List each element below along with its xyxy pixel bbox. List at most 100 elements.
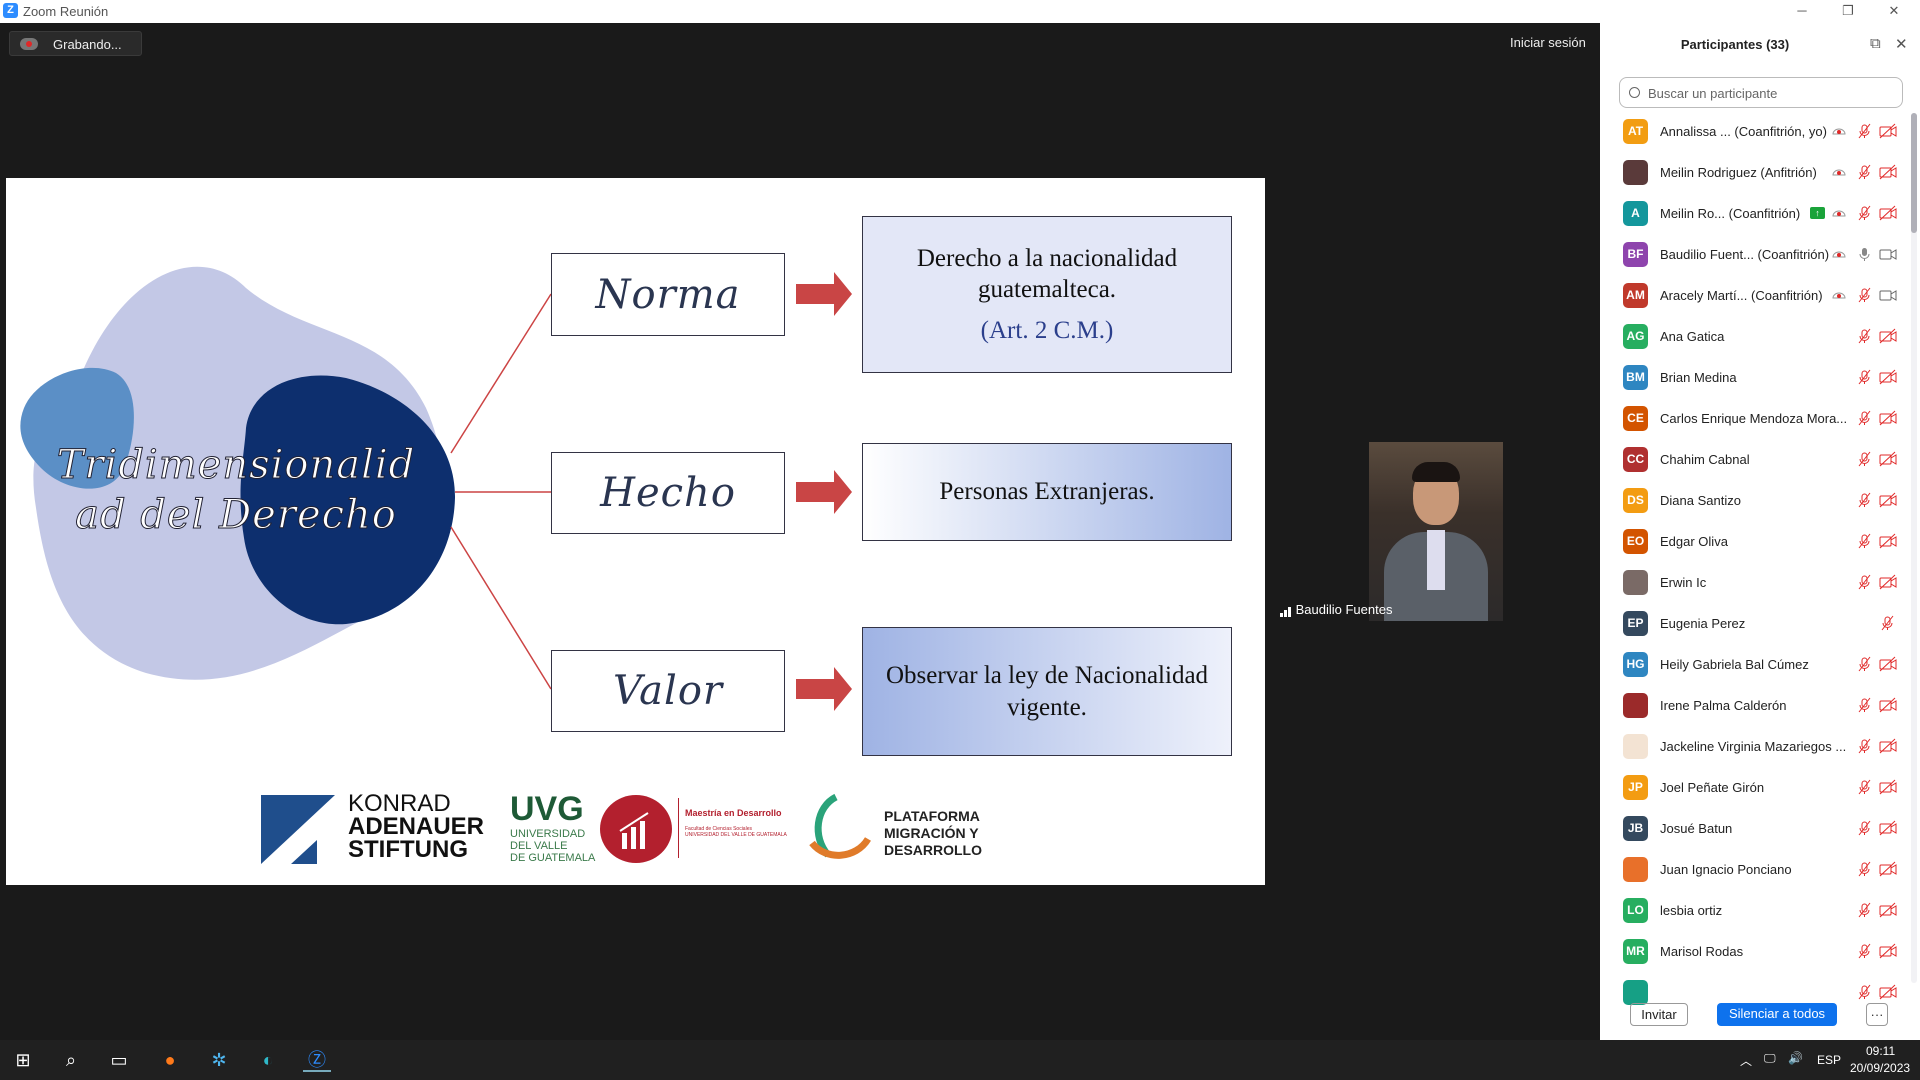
video-off-icon[interactable] <box>1879 902 1897 918</box>
mic-muted-icon[interactable] <box>1856 410 1872 426</box>
task-view-icon[interactable]: ▭ <box>110 1050 128 1070</box>
mic-muted-icon[interactable] <box>1856 533 1872 549</box>
invite-button[interactable]: Invitar <box>1630 1003 1688 1026</box>
video-off-icon[interactable] <box>1879 984 1897 1000</box>
video-off-icon[interactable] <box>1879 123 1897 139</box>
mic-muted-icon[interactable] <box>1856 369 1872 385</box>
clock-time[interactable]: 09:11 <box>1866 1044 1896 1058</box>
zoom-taskbar-icon[interactable]: Ⓩ <box>303 1048 331 1072</box>
network-icon[interactable]: 🖵 <box>1764 1051 1776 1065</box>
recording-icon[interactable] <box>1831 246 1847 262</box>
language-indicator[interactable]: ESP <box>1817 1053 1842 1067</box>
recording-icon[interactable] <box>1831 123 1847 139</box>
video-off-icon[interactable] <box>1879 492 1897 508</box>
video-icon[interactable] <box>1879 287 1897 303</box>
participant-search-input[interactable]: Buscar un participante <box>1619 77 1903 108</box>
video-off-icon[interactable] <box>1879 451 1897 467</box>
mic-muted-icon[interactable] <box>1856 943 1872 959</box>
restore-button[interactable]: ❐ <box>1842 3 1854 18</box>
video-off-icon[interactable] <box>1879 697 1897 713</box>
video-off-icon[interactable] <box>1879 943 1897 959</box>
avatar <box>1623 570 1648 595</box>
search-taskbar-icon[interactable]: ⌕ <box>65 1050 77 1070</box>
sign-in-button[interactable]: Iniciar sesión <box>1510 35 1586 50</box>
recording-indicator[interactable]: Grabando... <box>9 31 142 56</box>
mic-muted-icon[interactable] <box>1856 861 1872 877</box>
video-off-icon[interactable] <box>1879 779 1897 795</box>
participant-video-tile[interactable] <box>1369 442 1503 621</box>
mic-muted-icon[interactable] <box>1856 574 1872 590</box>
recording-icon[interactable] <box>1831 164 1847 180</box>
popout-icon[interactable]: ⧉ <box>1870 35 1881 52</box>
recording-icon[interactable] <box>1831 205 1847 221</box>
more-options-button[interactable]: ··· <box>1866 1003 1888 1026</box>
video-off-icon[interactable] <box>1879 205 1897 221</box>
mic-muted-icon[interactable] <box>1856 656 1872 672</box>
video-off-icon[interactable] <box>1879 738 1897 754</box>
mic-muted-icon[interactable] <box>1856 492 1872 508</box>
clock-date[interactable]: 20/09/2023 <box>1850 1061 1911 1075</box>
volume-icon[interactable]: 🔊 <box>1788 1051 1803 1065</box>
app-icon[interactable]: ✲ <box>211 1050 227 1070</box>
participant-row[interactable]: Meilin Rodriguez (Anfitrión) <box>1600 152 1910 193</box>
participant-row[interactable]: Jackeline Virginia Mazariegos ... <box>1600 726 1910 767</box>
mic-muted-icon[interactable] <box>1856 902 1872 918</box>
hecho-box: Hecho <box>551 452 785 534</box>
edge-icon[interactable]: ◐ <box>262 1050 274 1070</box>
close-panel-icon[interactable]: ✕ <box>1895 36 1908 53</box>
video-off-icon[interactable] <box>1879 164 1897 180</box>
mic-muted-icon[interactable] <box>1856 205 1872 221</box>
windows-start-icon[interactable]: ⊞ <box>15 1050 31 1070</box>
video-off-icon[interactable] <box>1879 328 1897 344</box>
participant-row[interactable]: Irene Palma Calderón <box>1600 685 1910 726</box>
tray-chevron-icon[interactable]: ︿ <box>1740 1054 1753 1068</box>
mic-muted-icon[interactable] <box>1856 697 1872 713</box>
mute-all-button[interactable]: Silenciar a todos <box>1717 1003 1837 1026</box>
mic-muted-icon[interactable] <box>1879 615 1895 631</box>
mic-muted-icon[interactable] <box>1856 287 1872 303</box>
video-off-icon[interactable] <box>1879 369 1897 385</box>
mic-muted-icon[interactable] <box>1856 984 1872 1000</box>
participant-row[interactable]: Juan Ignacio Ponciano <box>1600 849 1910 890</box>
video-off-icon[interactable] <box>1879 820 1897 836</box>
minimize-button[interactable]: ─ <box>1797 3 1807 18</box>
participant-row[interactable] <box>1600 972 1910 1005</box>
video-off-icon[interactable] <box>1879 656 1897 672</box>
mic-muted-icon[interactable] <box>1856 164 1872 180</box>
mic-muted-icon[interactable] <box>1856 820 1872 836</box>
mic-muted-icon[interactable] <box>1856 451 1872 467</box>
participant-name: Ana Gatica <box>1660 329 1725 344</box>
firefox-icon[interactable]: ● <box>164 1050 176 1070</box>
video-off-icon[interactable] <box>1879 574 1897 590</box>
video-off-icon[interactable] <box>1879 410 1897 426</box>
mic-muted-icon[interactable] <box>1856 779 1872 795</box>
mic-muted-icon[interactable] <box>1856 738 1872 754</box>
mic-muted-icon[interactable] <box>1856 328 1872 344</box>
scrollbar[interactable] <box>1911 113 1917 983</box>
video-off-icon[interactable] <box>1879 533 1897 549</box>
mic-icon[interactable] <box>1856 246 1872 262</box>
uvg-subtitle: UNIVERSIDAD DEL VALLE DE GUATEMALA <box>510 828 595 864</box>
participant-row[interactable]: Erwin Ic <box>1600 562 1910 603</box>
recording-icon[interactable] <box>1831 287 1847 303</box>
mic-muted-icon[interactable] <box>1856 123 1872 139</box>
close-window-button[interactable]: ✕ <box>1888 3 1900 18</box>
video-off-icon[interactable] <box>1879 861 1897 877</box>
video-icon[interactable] <box>1879 246 1897 262</box>
